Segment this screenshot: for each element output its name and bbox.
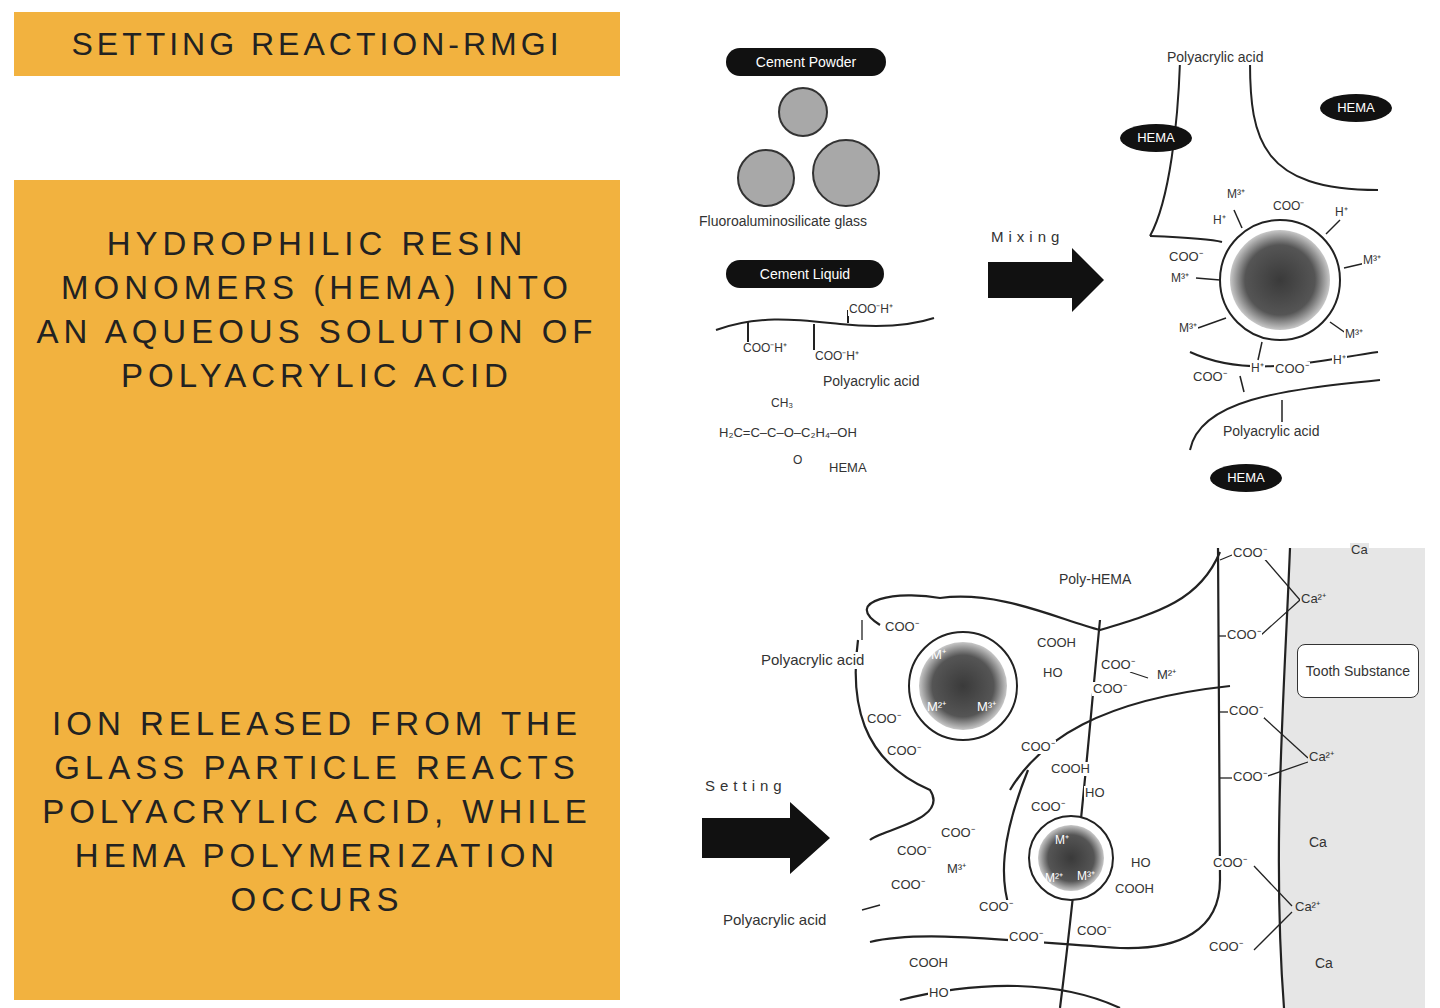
monomer-oval: HEMA	[1210, 464, 1282, 492]
chem-label: H⁺	[1332, 354, 1347, 367]
chem-label: Polyacrylic acid	[1222, 424, 1320, 439]
chem-label: M³⁺	[946, 862, 967, 876]
chem-label: Ca	[1308, 835, 1328, 850]
chem-label: COO⁻	[1100, 658, 1136, 672]
chem-label: H₂C=C–C–O–C₂H₄–OH	[718, 426, 858, 440]
chem-label: HO	[1042, 666, 1064, 680]
chem-label: H⁺	[1250, 362, 1265, 375]
chem-label: COO⁻	[890, 878, 926, 892]
chem-label: COO⁻	[940, 826, 976, 840]
chem-label: COOH	[1036, 636, 1077, 650]
chem-label: M³⁺	[1076, 870, 1096, 883]
chem-label: M²⁺	[1044, 872, 1064, 885]
label-pill: Cement Powder	[726, 48, 886, 76]
chem-label: HO	[1130, 856, 1152, 870]
chem-label: Ca²⁺	[1294, 900, 1321, 914]
chem-label: COO⁻	[1192, 370, 1228, 384]
chem-label: COO⁻H⁺	[742, 342, 788, 355]
title-text: SETTING REACTION-RMGI	[71, 26, 562, 63]
chem-label: COO⁻	[884, 620, 920, 634]
chem-label: COO⁻	[1076, 924, 1112, 938]
chem-label: COO⁻	[1232, 546, 1268, 560]
chem-label: O	[792, 454, 803, 467]
chem-label: Ca²⁺	[1300, 592, 1327, 606]
monomer-oval: HEMA	[1320, 94, 1392, 122]
chem-label: CH₃	[770, 397, 794, 410]
chem-label: Poly-HEMA	[1058, 572, 1132, 587]
chem-label: COO⁻	[1274, 362, 1310, 376]
tooth-box: Tooth Substance	[1297, 644, 1419, 698]
chem-label: COO⁻	[886, 744, 922, 758]
chem-label: M⁺	[930, 648, 947, 662]
chem-label: Polyacrylic acid	[1166, 50, 1264, 65]
chem-label: COO⁻	[866, 712, 902, 726]
chem-label: Polyacrylic acid	[822, 374, 920, 389]
chem-label: COO⁻H⁺	[814, 350, 860, 363]
node-label: HEMA	[1137, 131, 1175, 146]
chem-label: M³⁺	[1362, 254, 1382, 267]
monomer-oval: HEMA	[1120, 124, 1192, 152]
chem-label: COOH	[1114, 882, 1155, 896]
chem-label: COO⁻	[1030, 800, 1066, 814]
panel-text: HYDROPHILIC RESIN MONOMERS (HEMA) INTO A…	[34, 222, 600, 398]
chem-label: M²⁺	[1156, 668, 1177, 682]
chem-label: HO	[928, 986, 950, 1000]
node-label: Cement Powder	[756, 54, 856, 70]
chem-label: COO⁻	[1232, 770, 1268, 784]
chem-label: M⁺	[1054, 834, 1070, 847]
chem-label: H⁺	[1334, 206, 1349, 219]
chem-label: H⁺	[1212, 214, 1227, 227]
title-band: SETTING REACTION-RMGI	[14, 12, 620, 76]
step-label: Setting	[704, 778, 788, 795]
chem-label: Ca	[1314, 956, 1334, 971]
node-label: Cement Liquid	[760, 266, 850, 282]
chem-label: COO⁻	[896, 844, 932, 858]
chem-label: COO⁻	[1228, 704, 1264, 718]
node-label: HEMA	[1227, 471, 1265, 486]
chem-label: M³⁺	[1178, 322, 1198, 335]
text-panel: HYDROPHILIC RESIN MONOMERS (HEMA) INTO A…	[14, 180, 620, 1000]
chem-label: Fluoroaluminosilicate glass	[698, 214, 868, 229]
chem-label: COO⁻	[1092, 682, 1128, 696]
chem-label: COOH	[1050, 762, 1091, 776]
chem-label: COO⁻	[1168, 250, 1204, 264]
chem-label: M³⁺	[1170, 272, 1190, 285]
chem-label: M³⁺	[1226, 188, 1246, 201]
label-pill: Cement Liquid	[726, 260, 884, 288]
chem-label: Polyacrylic acid	[760, 652, 865, 669]
chem-label: HEMA	[828, 461, 868, 475]
chem-label: COO⁻	[1208, 940, 1244, 954]
chem-label: Polyacrylic acid	[722, 912, 827, 929]
chem-label: COO⁻	[978, 900, 1014, 914]
step-label: Mixing	[990, 229, 1065, 246]
chem-label: M³⁺	[976, 700, 997, 714]
node-label: Tooth Substance	[1300, 661, 1416, 681]
chem-label: M³⁺	[1344, 328, 1364, 341]
chem-label: COO⁻	[1020, 740, 1056, 754]
node-label: HEMA	[1337, 101, 1375, 116]
chem-label: M²⁺	[926, 700, 947, 714]
chem-label: Ca²⁺	[1308, 750, 1335, 764]
chem-label: COO⁻	[1226, 628, 1262, 642]
chem-label: COO⁻	[1272, 200, 1305, 213]
chem-label: COO⁻H⁺	[848, 303, 894, 316]
chem-label: Ca	[1350, 543, 1369, 557]
panel-text: ION RELEASED FROM THE GLASS PARTICLE REA…	[34, 702, 600, 922]
chem-label: COO⁻	[1008, 930, 1044, 944]
chem-label: COOH	[908, 956, 949, 970]
chem-label: HO	[1084, 786, 1106, 800]
chem-label: COO⁻	[1212, 856, 1248, 870]
